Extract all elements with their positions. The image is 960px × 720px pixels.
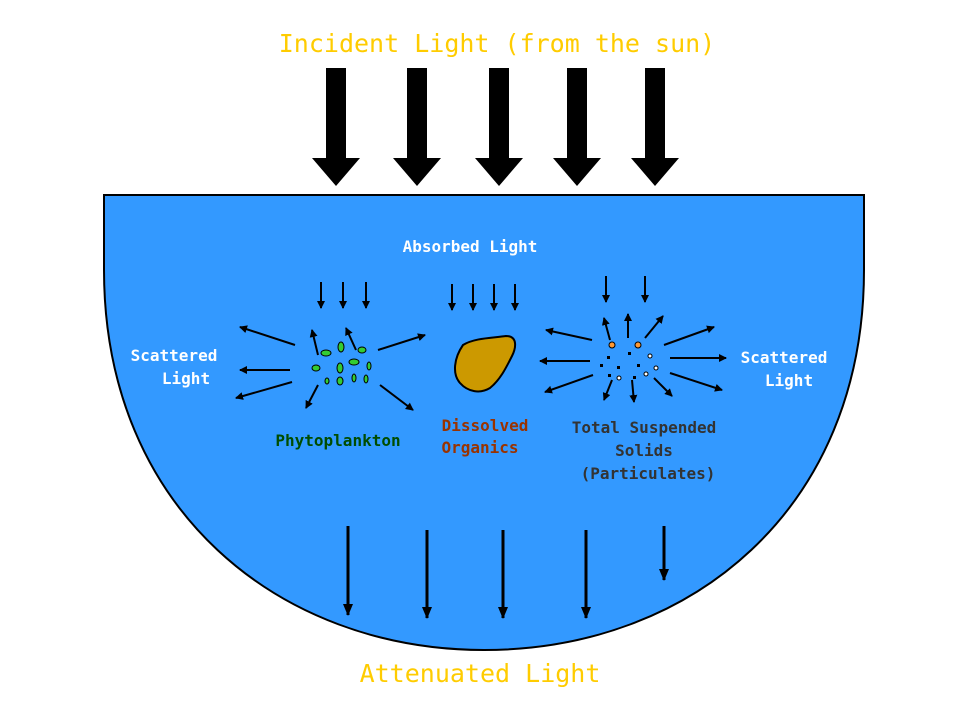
- water-body: [103, 194, 865, 652]
- algae-cell: [336, 362, 344, 374]
- scattered-light-left-line2: Light: [162, 369, 210, 388]
- incident-light-arrows: [312, 68, 679, 186]
- scattered-light-right-line2: Light: [765, 371, 813, 390]
- absorption-arrows: [317, 276, 649, 311]
- particle: [637, 364, 640, 367]
- scatter-arrow: [305, 384, 319, 409]
- particle: [647, 353, 653, 359]
- particle: [617, 366, 620, 369]
- particle: [616, 375, 622, 381]
- absorbed-light-label: Absorbed Light: [403, 237, 538, 256]
- particle: [628, 352, 631, 355]
- particle: [634, 341, 642, 349]
- scatter-arrow: [545, 327, 593, 341]
- scatter-arrow: [602, 379, 613, 401]
- algae-cell: [337, 341, 345, 353]
- algae-cell: [311, 364, 321, 372]
- scatter-arrow: [644, 315, 664, 339]
- scattered-light-right-line1: Scattered: [741, 348, 828, 367]
- algae-cell: [357, 346, 367, 354]
- incident-arrow-5: [631, 68, 679, 186]
- phytoplankton-scatter-arrows: [235, 325, 426, 411]
- phytoplankton-cells: [311, 341, 372, 386]
- scatter-arrow: [235, 381, 293, 400]
- tss-line2: Solids: [615, 441, 673, 460]
- algae-cell: [324, 377, 330, 385]
- algae-cell: [320, 349, 332, 357]
- scatter-arrow: [377, 333, 426, 351]
- particle: [608, 341, 616, 349]
- scatter-arrow: [629, 379, 638, 403]
- suspended-particles: [600, 341, 659, 381]
- algae-cell: [348, 358, 360, 366]
- scatter-arrow: [239, 325, 296, 346]
- particle: [653, 365, 659, 371]
- tss-scatter-arrows: [539, 313, 727, 403]
- particle: [607, 356, 610, 359]
- tss-line1: Total Suspended: [572, 418, 717, 437]
- incident-light-title: Incident Light (from the sun): [279, 29, 716, 58]
- incident-arrow-2: [393, 68, 441, 186]
- scatter-arrow: [379, 384, 414, 411]
- algae-cell: [336, 376, 344, 386]
- tss-line3: (Particulates): [581, 464, 716, 483]
- dissolved-organics-line1: Dissolved: [442, 416, 529, 435]
- particle: [633, 376, 636, 379]
- scatter-arrow: [309, 329, 319, 356]
- particle: [643, 371, 649, 377]
- phytoplankton-label: Phytoplankton: [275, 431, 400, 450]
- scatter-arrow: [669, 372, 723, 392]
- incident-arrow-3: [475, 68, 523, 186]
- scatter-arrow: [544, 374, 594, 394]
- attenuated-light-arrows: [343, 526, 669, 619]
- algae-cell: [363, 374, 369, 384]
- dissolved-organics-line2: Organics: [441, 438, 518, 457]
- scattered-light-left-line1: Scattered: [131, 346, 218, 365]
- algae-cell: [366, 361, 372, 371]
- incident-arrow-1: [312, 68, 360, 186]
- particle: [608, 374, 611, 377]
- scatter-arrow: [653, 377, 673, 397]
- algae-cell: [351, 373, 357, 383]
- dissolved-organics-blob: [454, 334, 517, 393]
- particle: [600, 364, 603, 367]
- scatter-arrow: [601, 317, 611, 341]
- scatter-arrow: [345, 327, 357, 351]
- scatter-arrow: [663, 325, 715, 346]
- attenuated-light-title: Attenuated Light: [360, 659, 601, 688]
- incident-arrow-4: [553, 68, 601, 186]
